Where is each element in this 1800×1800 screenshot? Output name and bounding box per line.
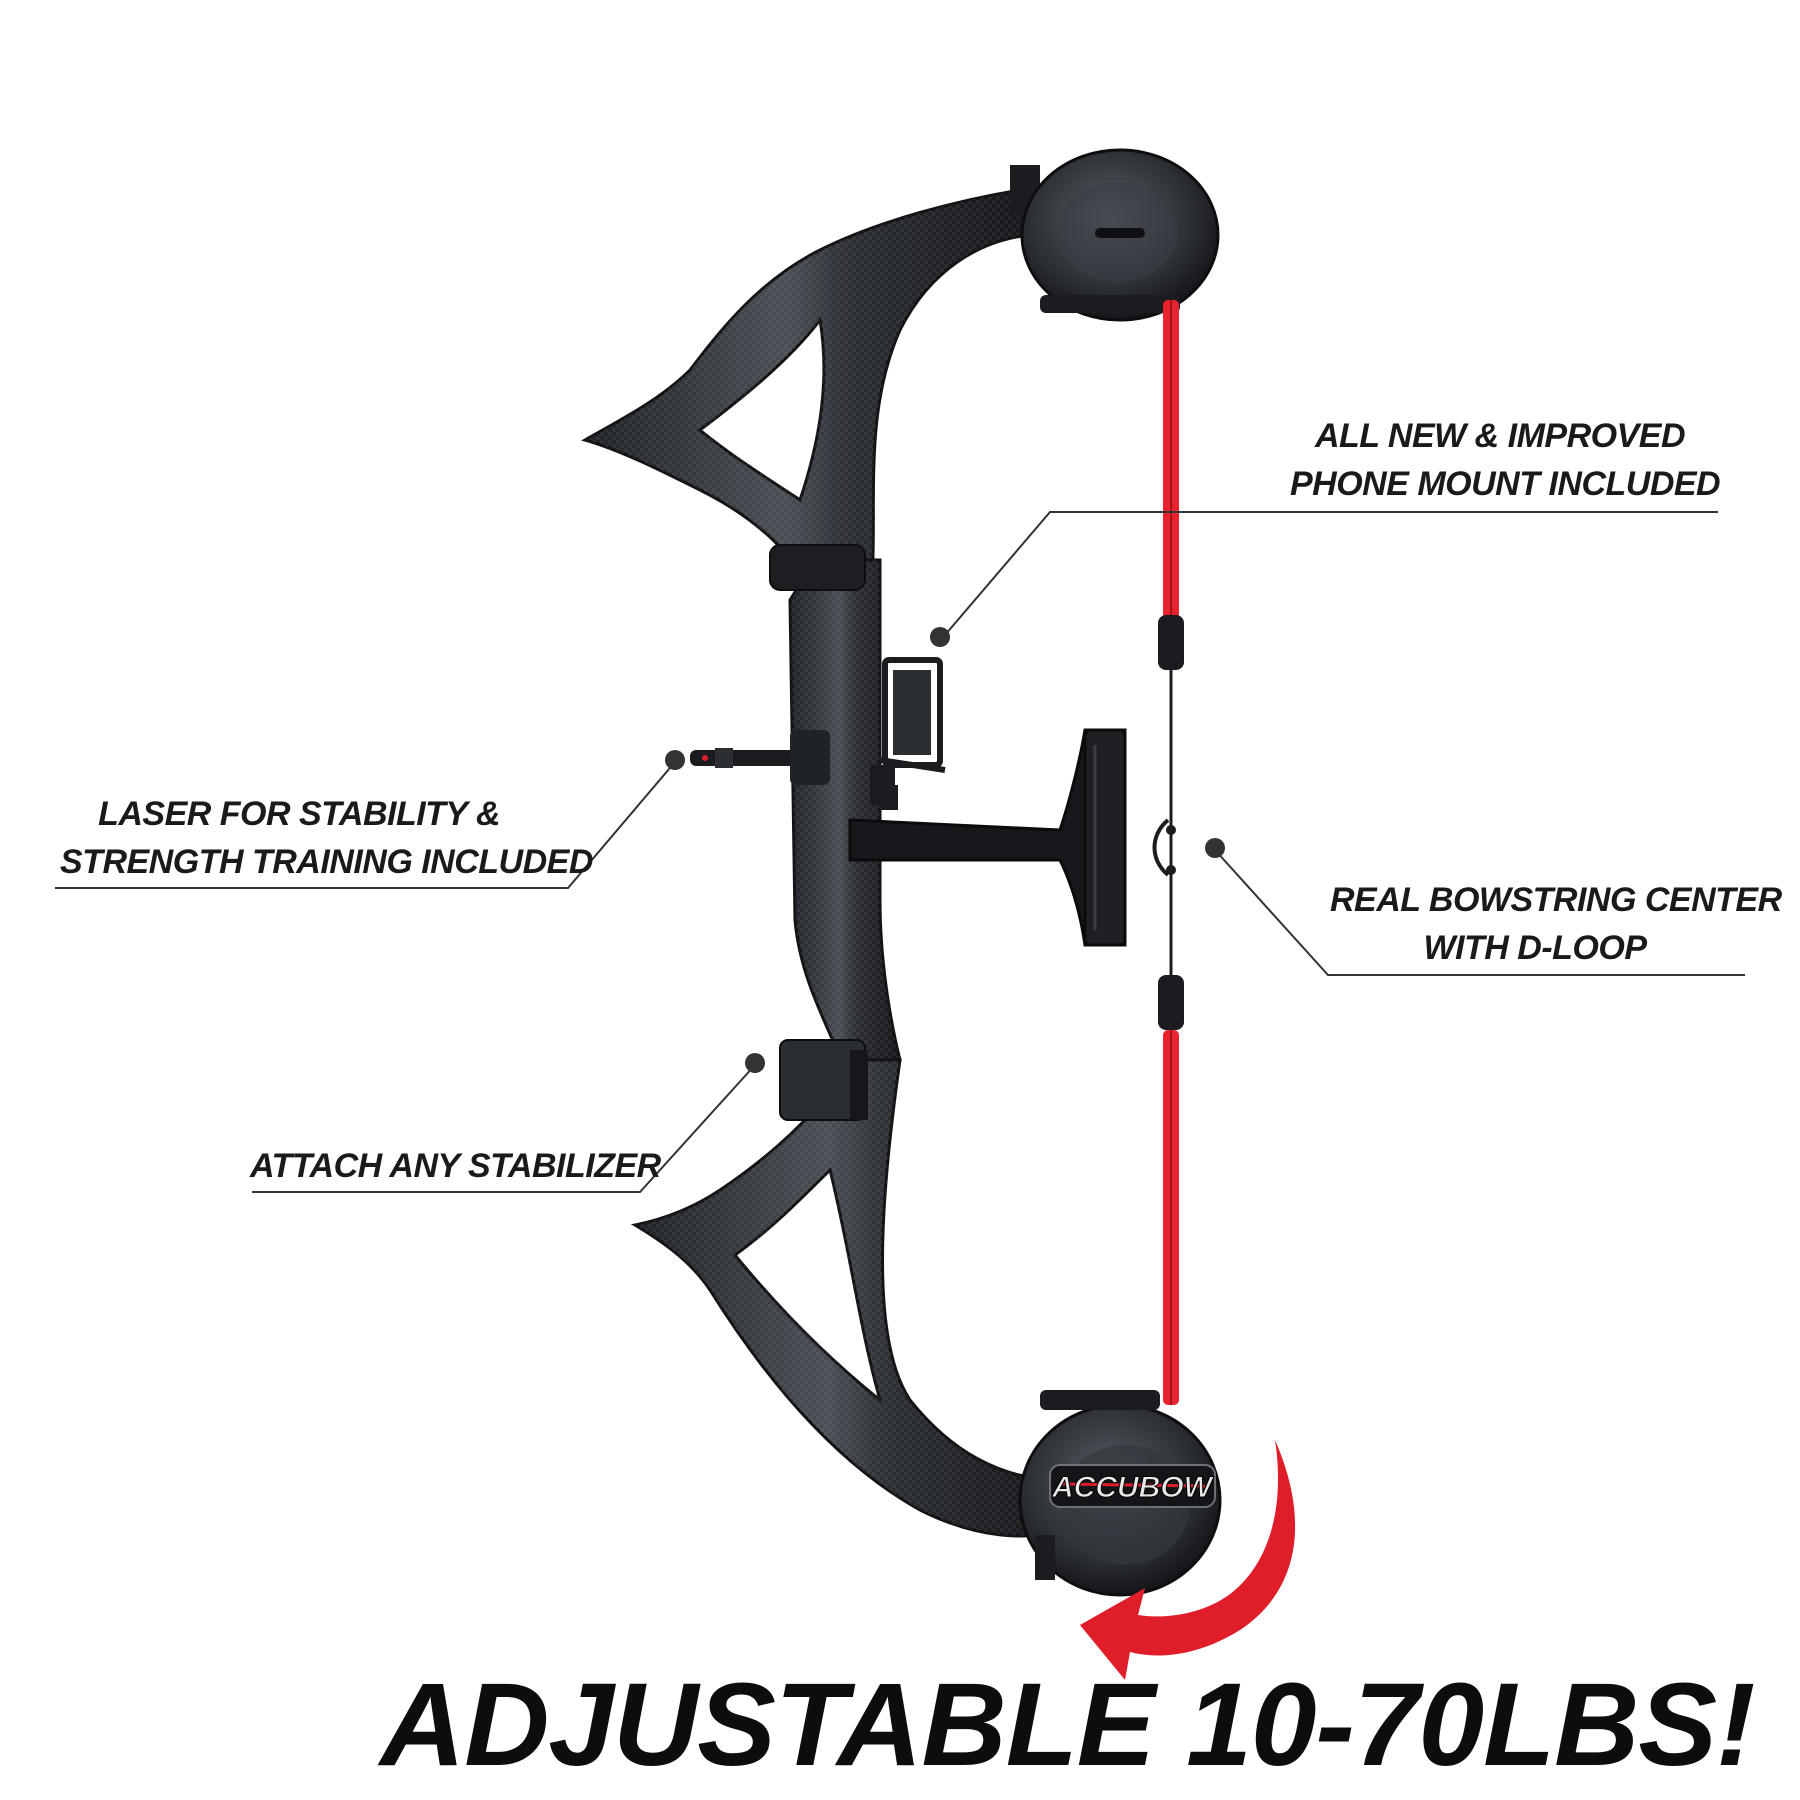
callout-laser-line1: LASER FOR STABILITY &	[98, 795, 500, 833]
top-cam	[1010, 148, 1220, 322]
bow-body	[581, 188, 1062, 1538]
grip-handle	[848, 728, 1127, 947]
callout-bowstring-line1: REAL BOWSTRING CENTER	[1330, 881, 1782, 919]
bowstring	[1152, 300, 1184, 1405]
callout-laser-line2: STRENGTH TRAINING INCLUDED	[60, 843, 593, 881]
laser-dot	[665, 750, 685, 770]
callout-stabilizer: ATTACH ANY STABILIZER	[250, 1142, 661, 1190]
callout-phone-mount-line2: PHONE MOUNT INCLUDED	[1290, 465, 1721, 503]
adjustment-arrow-icon	[1080, 1440, 1296, 1680]
upper-limb-pocket	[769, 544, 866, 591]
phone-mount-dot	[930, 627, 950, 647]
callout-stabilizer-line1: ATTACH ANY STABILIZER	[250, 1147, 661, 1185]
callout-laser: LASER FOR STABILITY & STRENGTH TRAINING …	[60, 790, 593, 886]
callout-leaders	[55, 511, 1745, 1193]
stabilizer-dot	[745, 1053, 765, 1073]
callout-phone-mount: ALL NEW & IMPROVED PHONE MOUNT INCLUDED	[1290, 412, 1721, 508]
d-loop	[1152, 818, 1170, 877]
bottom-cam	[1018, 1390, 1222, 1597]
laser-sight	[690, 730, 898, 810]
callout-phone-mount-line1: ALL NEW & IMPROVED	[1314, 417, 1686, 455]
headline: ADJUSTABLE 10-70LBS!	[380, 1659, 1755, 1791]
callout-dots	[665, 627, 1225, 1073]
callout-bowstring: REAL BOWSTRING CENTER WITH D-LOOP	[1330, 876, 1782, 972]
callout-bowstring-line2: WITH D-LOOP	[1423, 929, 1647, 967]
brand-logo: ACCUBOW	[1051, 1471, 1215, 1504]
bowstring-dot	[1205, 838, 1225, 858]
